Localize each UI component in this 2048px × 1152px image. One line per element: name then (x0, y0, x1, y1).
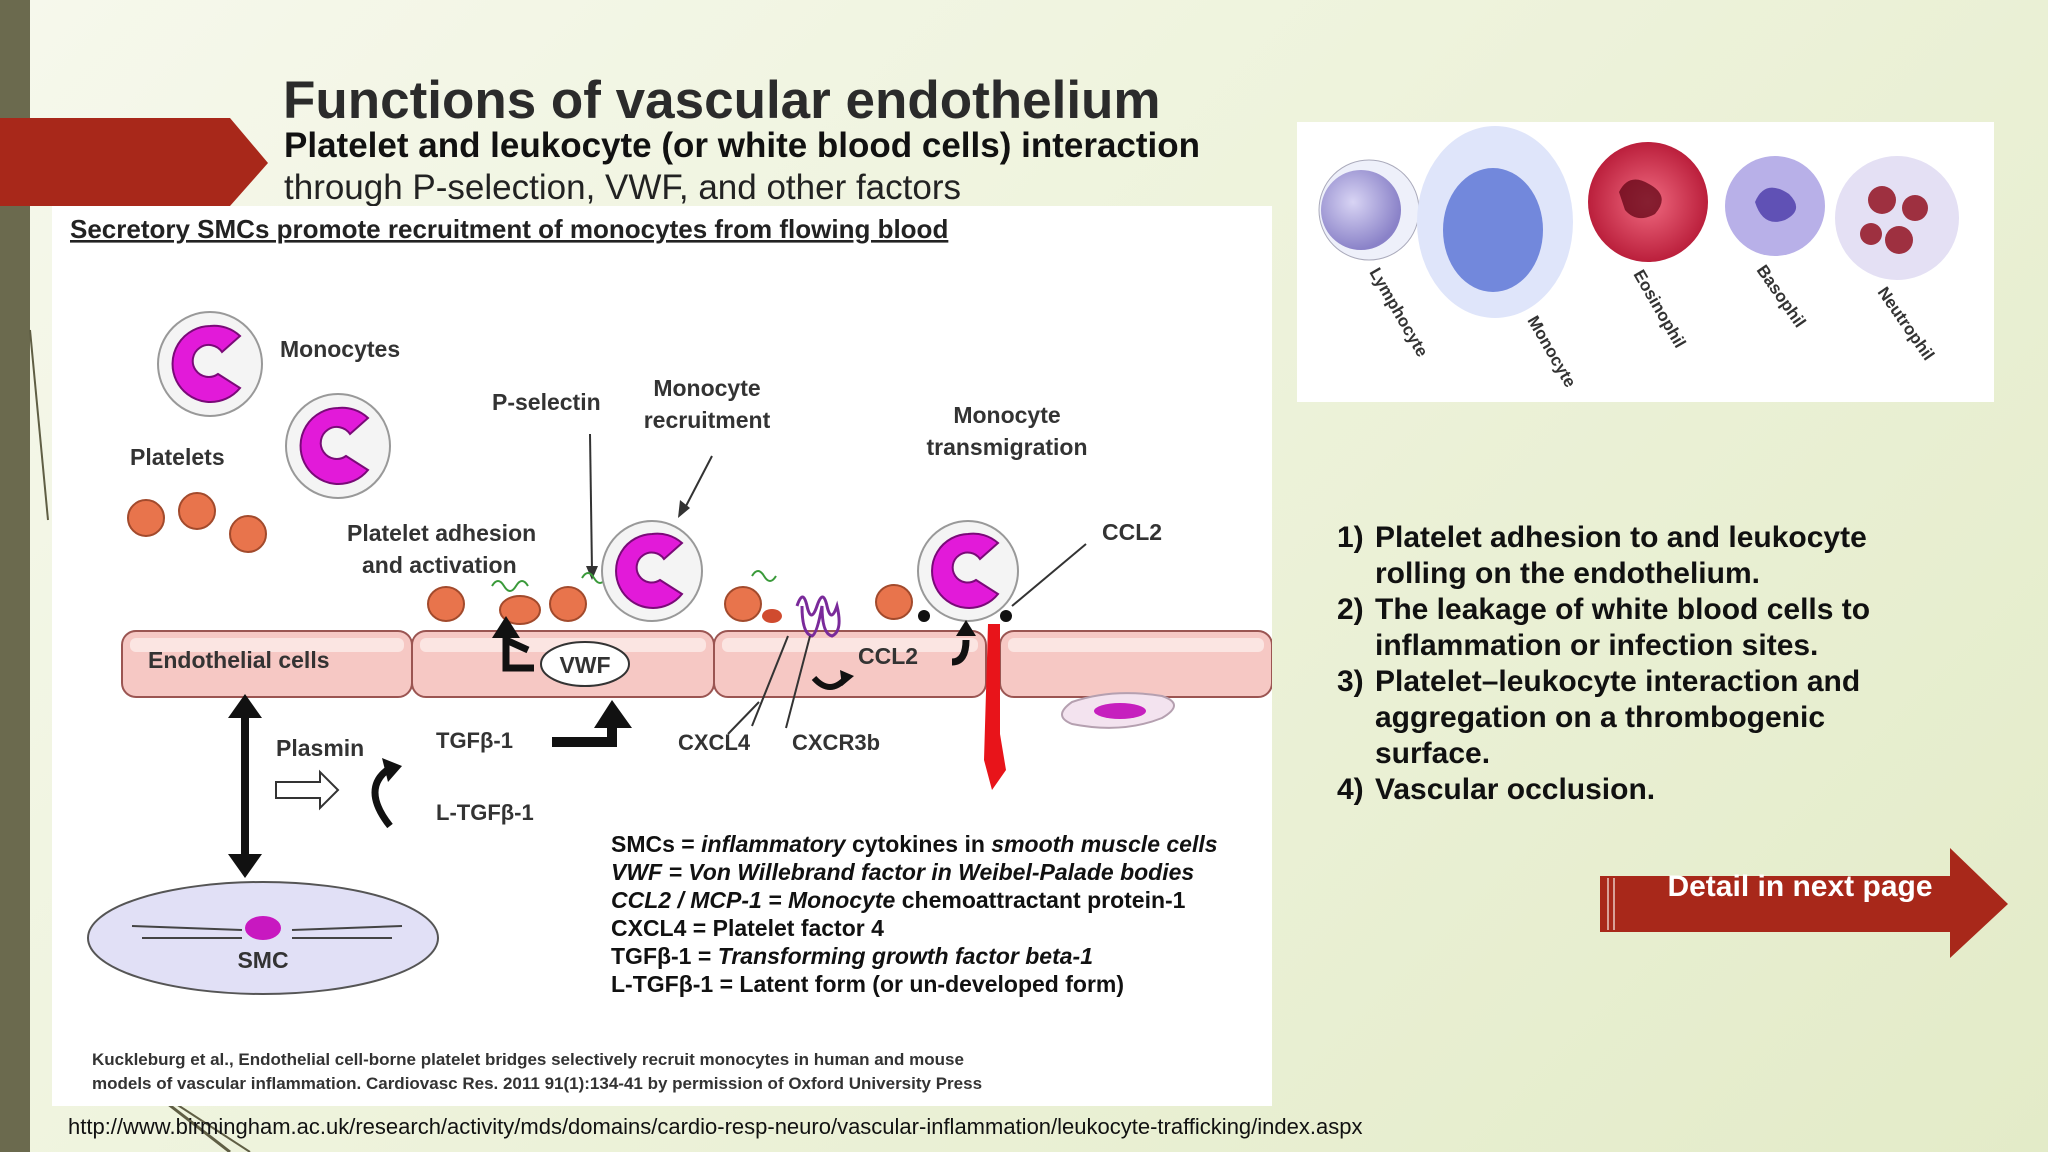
monocyte-cell-2 (285, 393, 391, 499)
wbc-label-eosinophil: Eosinophil (1630, 267, 1690, 352)
tgf-curve-arrow (371, 765, 393, 829)
label-ccl2-top: CCL2 (1102, 519, 1162, 545)
legend-line-5: TGFβ-1 = Transforming growth factor beta… (611, 943, 1093, 969)
neutrophil-cell (1835, 156, 1959, 280)
label-smc: SMC (237, 947, 288, 973)
platelet-2 (178, 492, 216, 530)
wbc-illustration: Lymphocyte Monocyte Eosinophil Basophil … (1318, 126, 1959, 391)
function-points-list: 1)Platelet adhesion to and leukocyte rol… (1337, 520, 1917, 808)
wbc-types-panel: Lymphocyte Monocyte Eosinophil Basophil … (1297, 122, 1994, 402)
eosinophil-cell (1588, 142, 1708, 262)
platelet-1 (127, 499, 165, 537)
legend-line-6: L-TGFβ-1 = Latent form (or un-developed … (611, 971, 1125, 997)
monocyte-cell-1 (157, 311, 263, 417)
wbc-label-monocyte: Monocyte (1524, 313, 1580, 391)
label-vwf: VWF (559, 652, 610, 678)
list-item: 1)Platelet adhesion to and leukocyte rol… (1337, 521, 1867, 590)
plasmin-arrow (275, 769, 340, 811)
figure-heading: Secretory SMCs promote recruitment of mo… (70, 214, 948, 244)
label-monocyte-recruitment-2: recruitment (644, 407, 771, 433)
vwf-ellipse (540, 641, 630, 687)
label-platelet-adhesion-1: Platelet adhesion (347, 520, 536, 546)
label-p-selectin: P-selectin (492, 389, 601, 415)
label-cxcl4: CXCL4 (678, 730, 751, 755)
label-tgfb1: TGFβ-1 (436, 728, 513, 753)
detail-next-page-button[interactable] (1600, 848, 2010, 960)
wbc-label-neutrophil: Neutrophil (1874, 283, 1938, 364)
smc-cell (87, 881, 439, 995)
monocyte-transmigrating (917, 520, 1019, 790)
figure-citation: Kuckleburg et al., Endothelial cell-born… (92, 1050, 983, 1093)
list-item: 4)Vascular occlusion. (1337, 773, 1656, 806)
label-platelet-adhesion-2: and activation (362, 552, 517, 578)
label-monocyte-recruitment-1: Monocyte (653, 375, 760, 401)
label-monocyte-transmigration-2: transmigration (926, 434, 1087, 460)
label-plasmin: Plasmin (276, 735, 364, 761)
slide-title: Functions of vascular endothelium (283, 71, 1161, 130)
label-monocyte-transmigration-1: Monocyte (953, 402, 1060, 428)
legend-line-4: CXCL4 = Platelet factor 4 (611, 915, 884, 941)
tgf-to-layer-arrow (552, 724, 617, 747)
list-item: 3)Platelet–leukocyte interaction and agg… (1337, 665, 1861, 770)
adhered-platelets (427, 570, 913, 625)
label-ltgfb1: L-TGFβ-1 (436, 800, 534, 825)
legend-line-1: SMCs = inflammatory cytokines in smooth … (611, 831, 1218, 857)
source-url: http://www.birmingham.ac.uk/research/act… (68, 1114, 1363, 1139)
legend-line-3: CCL2 / MCP-1 = Monocyte chemoattractant … (611, 887, 1186, 913)
figure-legend: SMCs = inflammatory cytokines in smooth … (611, 830, 1218, 998)
label-monocytes: Monocytes (280, 336, 400, 362)
endothelium-figure: Secretory SMCs promote recruitment of mo… (52, 206, 1273, 1106)
legend-line-2: VWF = Von Willebrand factor in Weibel-Pa… (611, 859, 1195, 885)
label-endothelial-cells: Endothelial cells (148, 647, 330, 673)
extravasated-cell (1061, 692, 1175, 729)
basophil-cell (1725, 156, 1825, 256)
monocyte-wbc-cell (1417, 126, 1573, 318)
lymphocyte-cell (1318, 159, 1420, 261)
list-item: 2)The leakage of white blood cells to in… (1337, 593, 1871, 662)
figure-diagram: Secretory SMCs promote recruitment of mo… (70, 214, 1273, 995)
slide-subtitle-bold: Platelet and leukocyte (or white blood c… (284, 126, 1201, 165)
cxcr3b-receptor (795, 595, 841, 638)
label-ccl2-mid: CCL2 (858, 643, 918, 669)
p-selectin-pointer (589, 433, 593, 572)
title-arrow-shape (0, 118, 268, 206)
label-cxcr3b: CXCR3b (792, 730, 880, 755)
slide-subtitle: through P-selection, VWF, and other fact… (284, 168, 961, 207)
wbc-label-lymphocyte: Lymphocyte (1366, 265, 1432, 361)
monocyte-recruited (601, 520, 703, 622)
wbc-label-basophil: Basophil (1753, 261, 1810, 331)
label-platelets: Platelets (130, 444, 225, 470)
platelet-3 (229, 515, 267, 553)
